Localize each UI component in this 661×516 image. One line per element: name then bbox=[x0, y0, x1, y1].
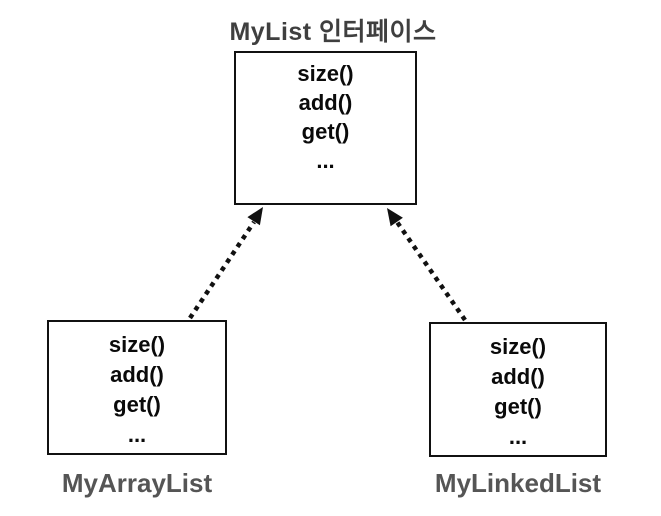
impl-method-ellipsis: ... bbox=[508, 424, 528, 449]
impl-label-myarraylist: MyArrayList bbox=[61, 468, 213, 498]
impl-method: add() bbox=[491, 364, 545, 389]
interface-box: size() add() get() ... bbox=[234, 51, 417, 205]
impl-method: size() bbox=[489, 334, 547, 359]
interface-method-ellipsis: ... bbox=[316, 148, 335, 173]
right-implements-arrow-icon bbox=[387, 208, 467, 322]
diagram-title: MyList 인터페이스 bbox=[229, 18, 437, 46]
impl-method: get() bbox=[494, 394, 542, 419]
impl-method: add() bbox=[110, 362, 164, 387]
interface-method: add() bbox=[298, 90, 353, 115]
interface-method: size() bbox=[297, 61, 354, 86]
impl-method: get() bbox=[113, 392, 161, 417]
impl-method-ellipsis: ... bbox=[127, 422, 147, 447]
impl-label-mylinkedlist: MyLinkedList bbox=[434, 468, 602, 498]
impl-box-myarraylist: size() add() get() ... bbox=[47, 320, 227, 455]
impl-method: size() bbox=[108, 332, 166, 357]
impl-box-mylinkedlist: size() add() get() ... bbox=[429, 322, 607, 457]
interface-method: get() bbox=[301, 119, 350, 144]
left-implements-arrow-icon bbox=[188, 207, 263, 320]
